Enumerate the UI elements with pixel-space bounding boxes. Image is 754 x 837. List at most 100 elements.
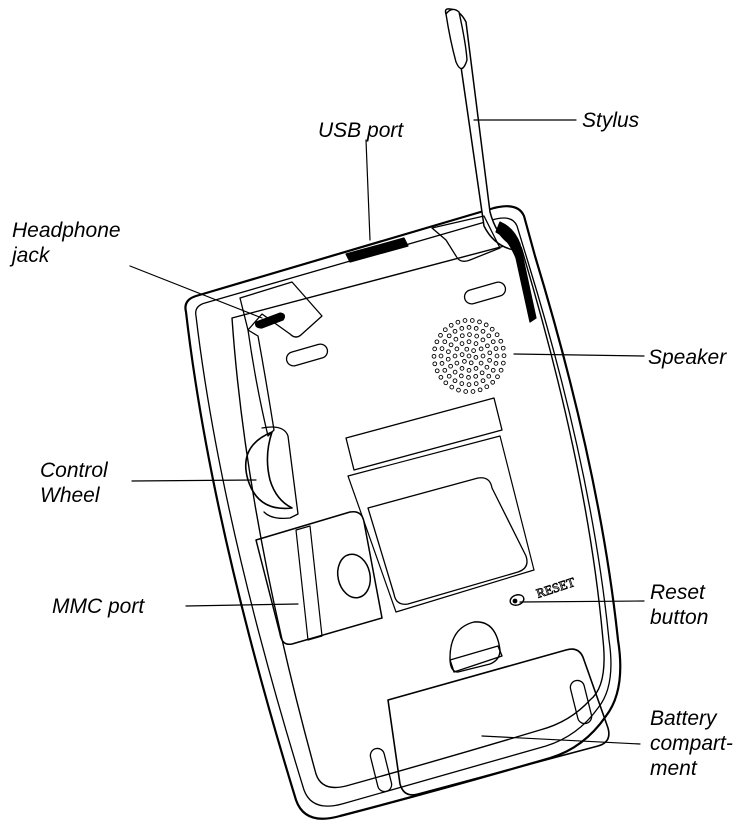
speaker-hole	[487, 350, 493, 356]
top-recess-right	[431, 215, 501, 262]
speaker-hole	[483, 322, 489, 328]
label-mmc-port: MMC port	[52, 594, 144, 619]
speaker-hole	[466, 382, 472, 387]
label-battery-line-1: Battery	[650, 707, 717, 730]
speaker-hole	[500, 345, 506, 351]
speaker-hole	[486, 373, 492, 379]
label-speaker: Speaker	[648, 345, 726, 370]
speaker-hole	[498, 367, 504, 373]
speaker-hole	[434, 368, 440, 374]
speaker-hole	[431, 353, 437, 359]
speaker-hole	[498, 338, 504, 344]
label-battery-compartment: Battery compart- ment	[650, 706, 733, 781]
speaker-hole	[439, 361, 445, 366]
leader-reset	[519, 600, 645, 603]
speaker-hole	[473, 355, 479, 360]
speaker-hole	[473, 326, 479, 331]
speaker-hole	[471, 348, 476, 353]
speaker-hole	[438, 374, 444, 380]
speaker-hole	[455, 319, 461, 325]
battery-compartment-door	[387, 648, 610, 796]
reset-button-dot	[512, 598, 518, 604]
stylus-groove	[495, 221, 537, 323]
speaker-hole	[479, 370, 485, 376]
speaker-hole	[484, 384, 490, 390]
speaker-hole	[448, 322, 454, 328]
mmc-port-door	[255, 510, 383, 646]
speaker-hole	[448, 342, 454, 348]
speaker-hole	[442, 367, 448, 373]
leader-usb	[365, 139, 371, 241]
label-stylus-text: Stylus	[582, 109, 640, 132]
label-reset-line-2: button	[650, 606, 709, 629]
speaker-grille	[431, 318, 507, 394]
stylus-illustration	[444, 8, 537, 323]
speaker-hole	[478, 346, 484, 352]
speaker-hole	[443, 380, 449, 386]
speaker-hole	[478, 360, 484, 366]
speaker-hole	[459, 333, 465, 339]
speaker-hole	[454, 360, 460, 366]
control-wheel	[244, 431, 293, 510]
speaker-hole	[473, 366, 479, 371]
speaker-hole	[459, 341, 465, 346]
speaker-hole	[470, 389, 476, 394]
label-reset-button: Reset button	[650, 580, 708, 630]
speaker-hole	[487, 357, 492, 363]
speaker-hole	[459, 352, 465, 357]
speaker-hole	[480, 328, 486, 334]
leader-mmc	[185, 603, 299, 607]
top-recess-left	[239, 281, 323, 338]
speaker-hole	[442, 339, 448, 345]
leader-control-wheel	[131, 479, 257, 482]
speaker-hole	[477, 319, 482, 325]
speaker-hole	[480, 378, 486, 384]
label-reset-line-1: Reset	[650, 581, 705, 604]
speaker-hole	[452, 353, 458, 359]
label-headphone-line-2: jack	[12, 244, 50, 267]
speaker-hole	[466, 353, 472, 359]
label-control-wheel: Control Wheel	[40, 458, 108, 508]
slot-upper-left	[285, 343, 329, 367]
speaker-hole	[490, 379, 496, 385]
leader-lines	[129, 119, 645, 745]
speaker-hole	[500, 360, 506, 366]
speaker-hole	[446, 373, 452, 379]
speaker-hole	[446, 333, 452, 339]
speaker-hole	[456, 387, 461, 393]
speaker-hole	[449, 384, 455, 390]
speaker-hole	[466, 339, 472, 345]
speaker-hole	[467, 332, 472, 337]
speaker-hole	[459, 366, 465, 371]
control-wheel-housing	[261, 426, 299, 520]
leader-headphone	[129, 265, 263, 319]
label-headphone-jack: Headphone jack	[12, 218, 121, 268]
speaker-hole	[468, 360, 474, 366]
speaker-hole	[466, 367, 472, 373]
speaker-hole	[469, 318, 475, 323]
stylus-tip	[445, 8, 468, 70]
speaker-hole	[480, 353, 486, 359]
back-panel	[231, 242, 605, 789]
speaker-hole	[438, 332, 443, 338]
speaker-hole	[462, 359, 467, 364]
label-panel-main	[367, 477, 528, 605]
label-usb-port: USB port	[318, 118, 403, 143]
battery-latch-tab	[449, 645, 503, 673]
speaker-hole	[493, 361, 499, 366]
device-shell-inner-edge	[195, 217, 612, 807]
speaker-hole	[480, 337, 486, 343]
speaker-hole	[473, 381, 479, 386]
label-stylus: Stylus	[582, 108, 639, 133]
speaker-hole	[459, 326, 465, 331]
speaker-hole	[493, 346, 499, 351]
speaker-hole	[490, 339, 496, 345]
slot-lower-left	[369, 747, 393, 793]
speaker-hole	[446, 349, 451, 355]
speaker-hole	[473, 341, 479, 346]
device-outer-shell	[184, 205, 622, 820]
slot-upper-right	[463, 281, 507, 305]
usb-port-slot	[345, 237, 409, 263]
